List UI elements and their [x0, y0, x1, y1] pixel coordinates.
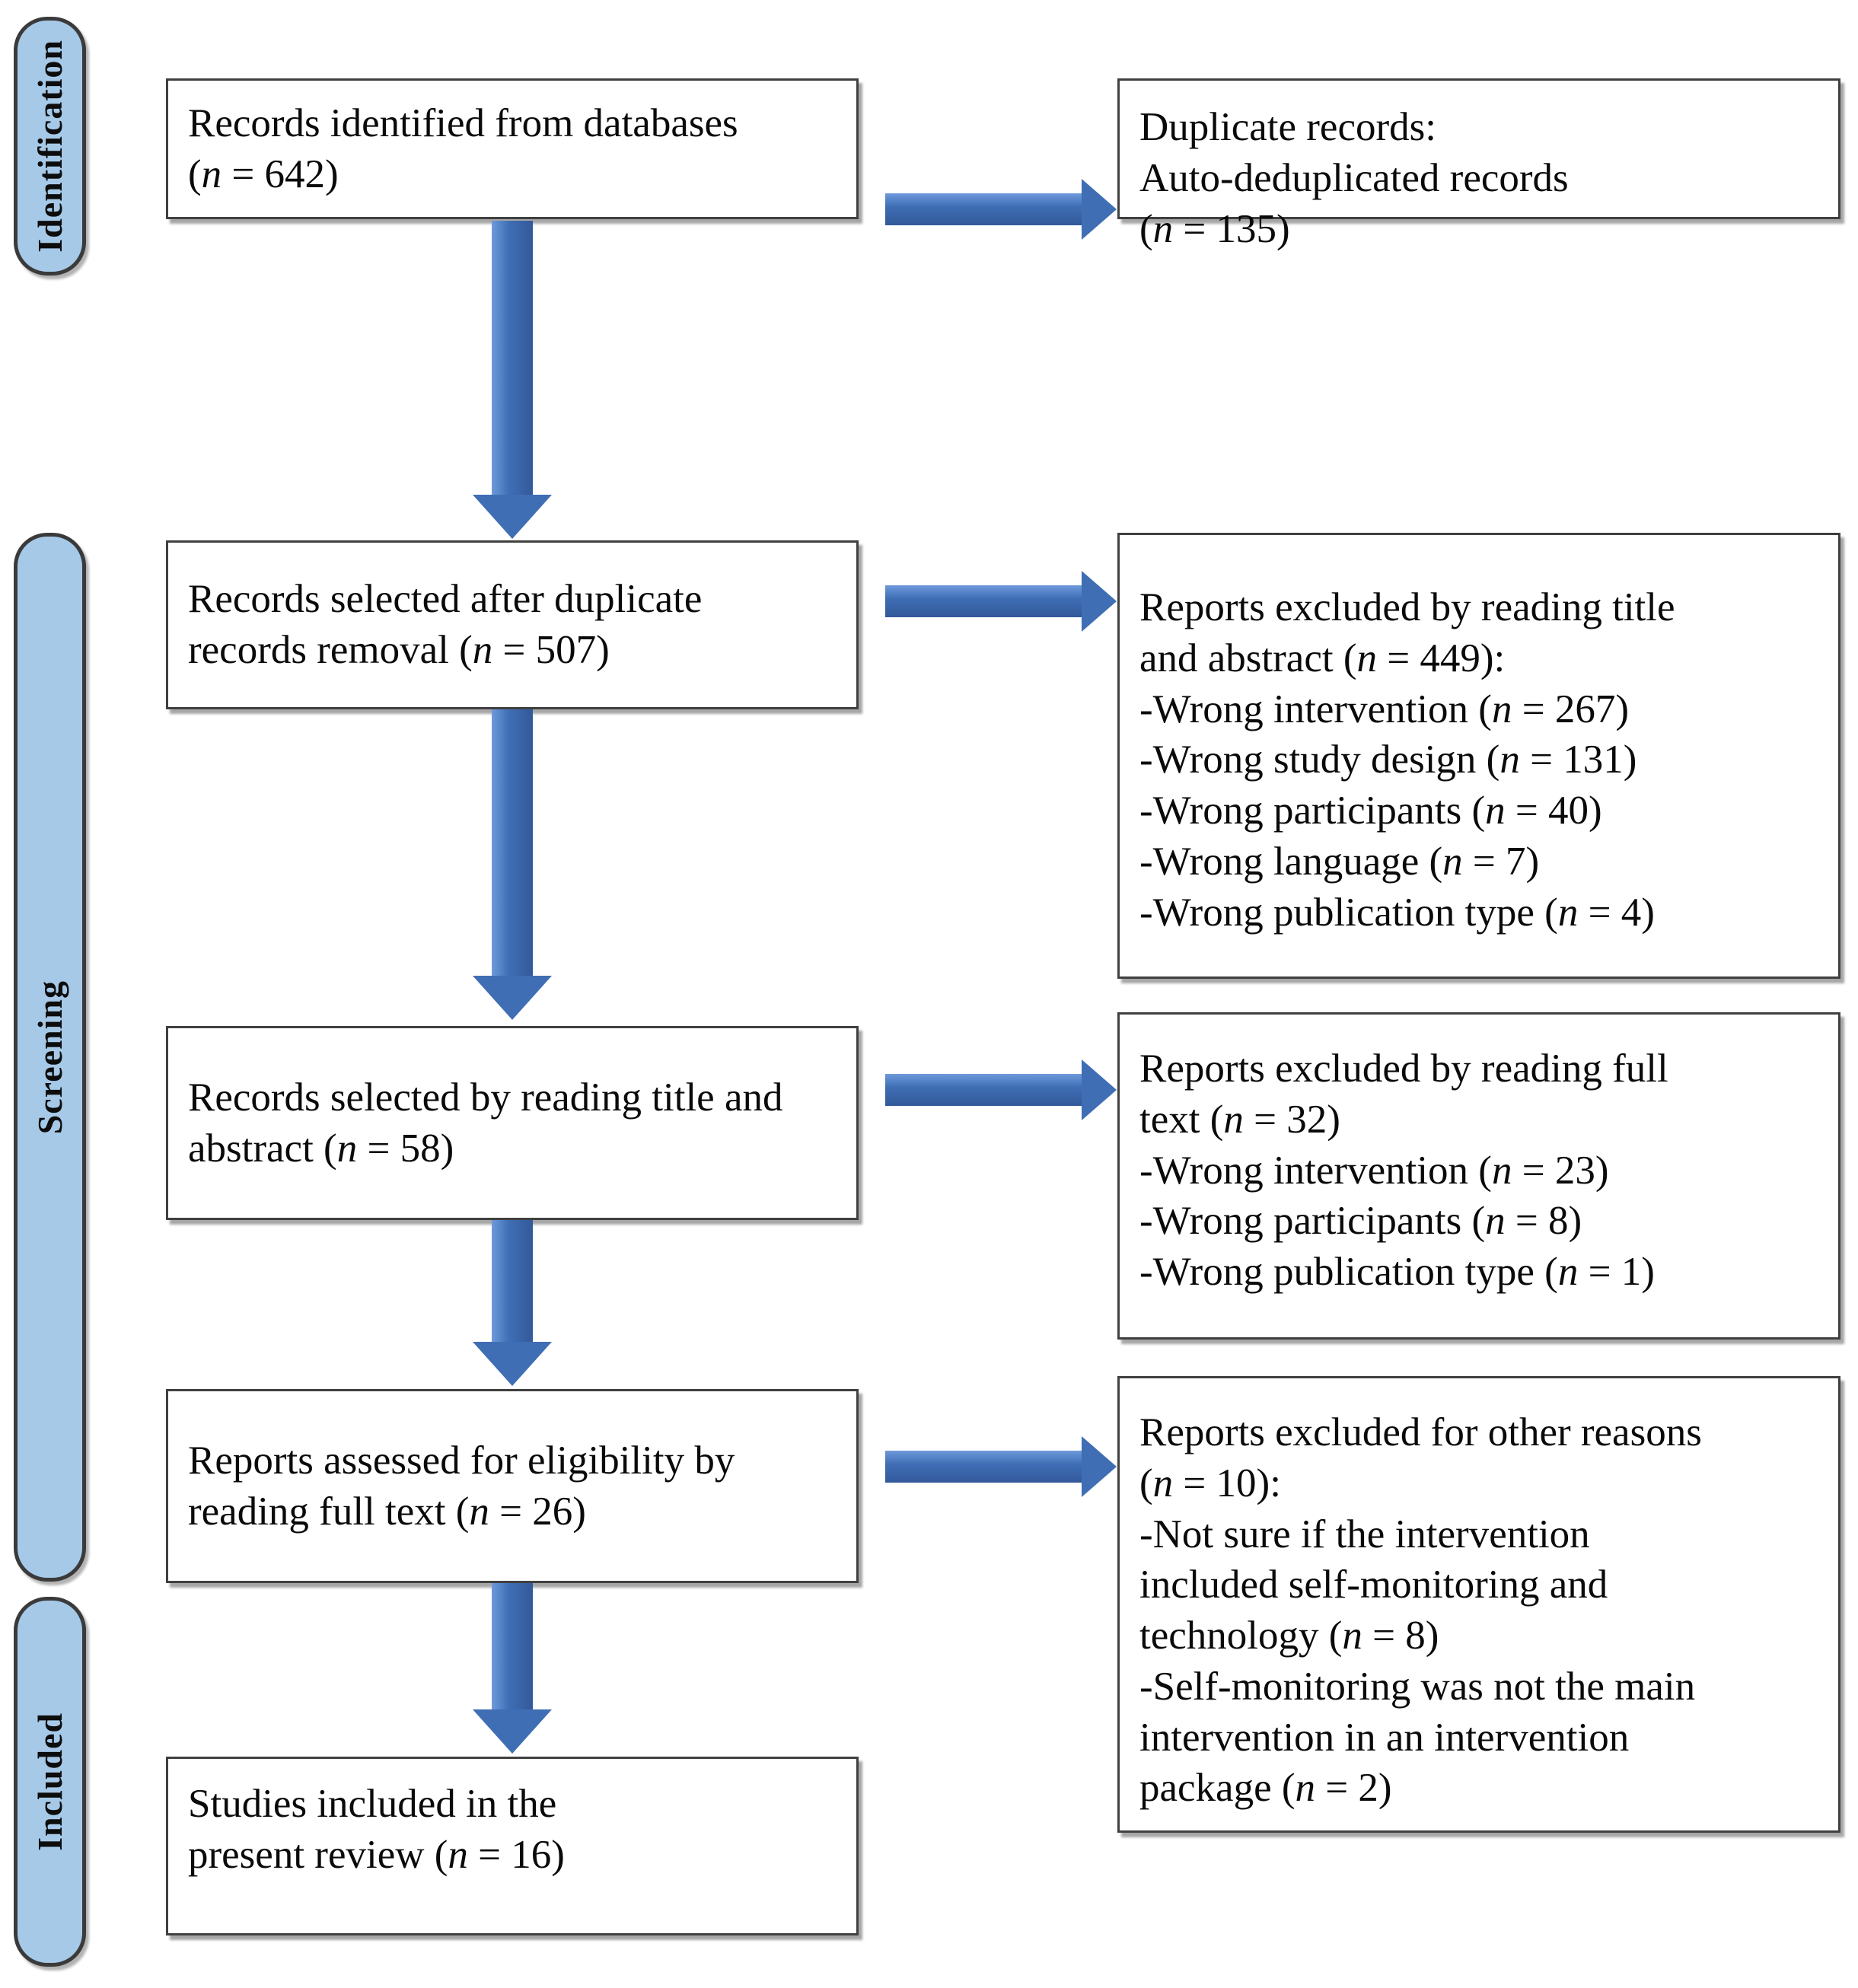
stage-identification-label: Identification [30, 40, 69, 253]
box-records-selected-title-abstract: Records selected by reading title and ab… [166, 1026, 859, 1220]
stage-included-label: Included [30, 1712, 69, 1851]
stage-included: Included [14, 1597, 86, 1967]
box-studies-included-text: Studies included in the present review (… [188, 1782, 565, 1877]
stage-screening: Screening [14, 533, 86, 1582]
box-reports-assessed-text: Reports assessed for eligibility by read… [188, 1438, 735, 1534]
box-records-identified-text: Records identified from databases (n = 6… [188, 100, 738, 196]
box-excluded-title-abstract-text: Reports excluded by reading title and ab… [1139, 585, 1675, 935]
box-duplicate-records: Duplicate records: Auto-deduplicated rec… [1117, 78, 1840, 251]
box-excluded-title-abstract: Reports excluded by reading title and ab… [1117, 533, 1840, 979]
box-excluded-full-text-text: Reports excluded by reading full text (n… [1139, 1047, 1668, 1295]
box-duplicate-records-text: Duplicate records: Auto-deduplicated rec… [1139, 105, 1569, 251]
box-records-identified: Records identified from databases (n = 6… [166, 78, 859, 219]
box-studies-included: Studies included in the present review (… [166, 1757, 859, 1935]
stage-screening-label: Screening [30, 980, 69, 1135]
stage-identification: Identification [14, 17, 86, 276]
box-excluded-full-text: Reports excluded by reading full text (n… [1117, 1012, 1840, 1340]
box-excluded-other-reasons: Reports excluded for other reasons (n = … [1117, 1376, 1840, 1833]
box-records-after-dedup: Records selected after duplicate records… [166, 540, 859, 709]
box-records-selected-title-abstract-text: Records selected by reading title and ab… [188, 1075, 783, 1171]
box-records-after-dedup-text: Records selected after duplicate records… [188, 577, 703, 672]
box-reports-assessed: Reports assessed for eligibility by read… [166, 1389, 859, 1583]
box-excluded-other-reasons-text: Reports excluded for other reasons (n = … [1139, 1410, 1702, 1811]
